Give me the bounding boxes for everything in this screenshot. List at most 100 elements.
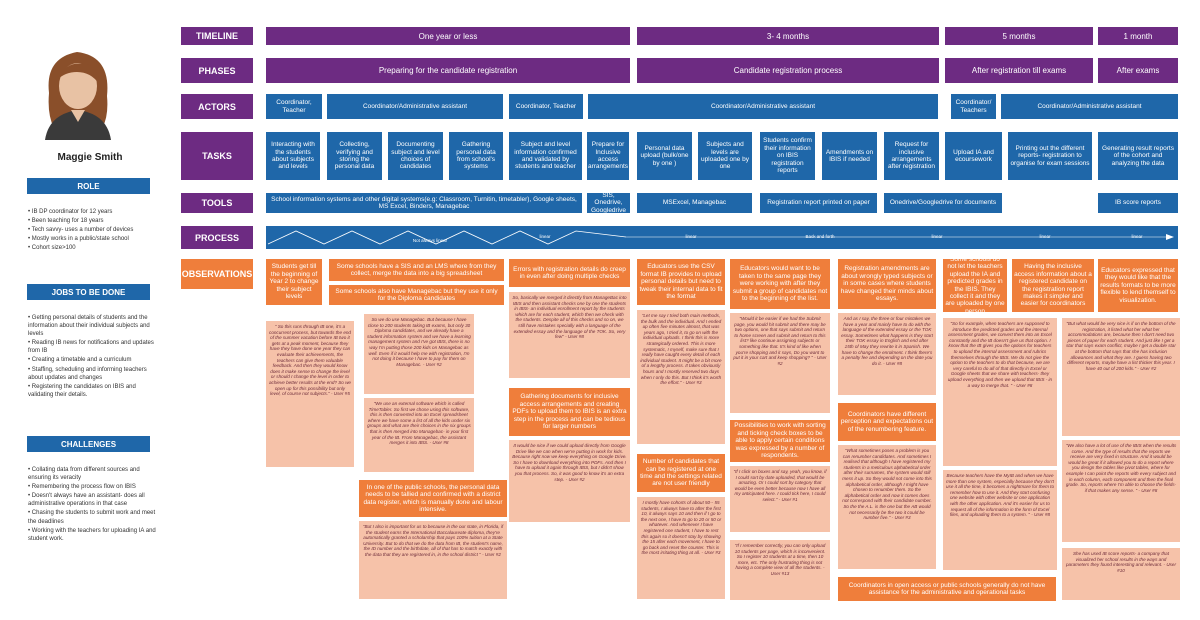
observation: Coordinators in open access or public sc… bbox=[838, 577, 1056, 601]
challenges-list: Collating data from different sources an… bbox=[28, 466, 158, 544]
list-item: Remembering the process flow on IBIS bbox=[28, 483, 158, 491]
role-list: IB DP coordinator for 12 years Been teac… bbox=[28, 208, 158, 253]
list-item: Registering the candidates on IBIS and v… bbox=[28, 383, 158, 399]
phase: After exams bbox=[1098, 58, 1178, 83]
row-label-tasks: TASKS bbox=[181, 132, 253, 180]
list-item: Chasing the students to submit work and … bbox=[28, 509, 158, 525]
process-label: Back and forth bbox=[805, 233, 835, 239]
task: Students confirm their information on IB… bbox=[760, 132, 815, 180]
list-item: Getting personal details of students and… bbox=[28, 314, 158, 338]
observation: Errors with registration details do cree… bbox=[509, 259, 630, 287]
persona-name: Maggie Smith bbox=[57, 151, 123, 163]
row-label-tools: TOOLS bbox=[181, 193, 253, 213]
task: Interacting with the students about subj… bbox=[266, 132, 320, 180]
quote: "If I remember correctly, you can only u… bbox=[730, 540, 830, 600]
quote: She has used IB score reports- a company… bbox=[1062, 548, 1180, 600]
quote: "But I also is important for us to becau… bbox=[359, 521, 507, 599]
observation: Gathering documents for inclusive access… bbox=[509, 388, 630, 436]
list-item: Staffing, scheduling and informing teach… bbox=[28, 366, 158, 382]
process-label: Not always linear bbox=[412, 237, 448, 243]
tool: School information systems and other dig… bbox=[266, 193, 582, 213]
role-header: ROLE bbox=[27, 178, 150, 194]
tool: IB score reports bbox=[1098, 193, 1178, 213]
actor: Coordinator/Administrative assistant bbox=[588, 94, 938, 119]
task: Personal data upload (bulk/one by one ) bbox=[637, 132, 692, 180]
process-label: linear bbox=[685, 233, 697, 239]
observation: Number of candidates that can be registe… bbox=[637, 454, 725, 492]
task: Prepare for Inclusive access arrangement… bbox=[587, 132, 629, 180]
actor: Coordinator, Teacher bbox=[509, 94, 583, 119]
list-item: Working with the teachers for uploading … bbox=[28, 527, 158, 543]
task: Request for inclusive arrangements after… bbox=[884, 132, 939, 180]
quote: I mostly have cohorts of about 50-- 55 s… bbox=[637, 497, 725, 599]
quote: So we do use Managebac. But because I ha… bbox=[364, 314, 474, 394]
tool: SIS, Onedrive, Googledrive bbox=[587, 193, 630, 213]
jobs-list: Getting personal details of students and… bbox=[28, 314, 158, 400]
quote: "But what would be very nice is if on th… bbox=[1062, 318, 1180, 436]
observation: Some schools have a SIS and an LMS where… bbox=[329, 259, 504, 281]
row-label-actors: ACTORS bbox=[181, 94, 253, 119]
task: Documenting subject and level choices of… bbox=[388, 132, 443, 180]
quote: "If I click on boxes and say, yeah, you … bbox=[730, 466, 830, 532]
quote: "So for example, when teachers are suppo… bbox=[943, 318, 1057, 466]
actor: Coordinator, Teacher bbox=[266, 94, 322, 119]
task: Upload IA and ecoursework bbox=[945, 132, 1002, 180]
list-item: Cohort size>100 bbox=[28, 244, 158, 252]
observation: Coordinators have different perception a… bbox=[838, 403, 936, 441]
actor: Coordinator/ Teachers bbox=[951, 94, 996, 119]
timeline-segment: 3- 4 months bbox=[637, 27, 939, 45]
timeline-segment: 5 months bbox=[945, 27, 1093, 45]
avatar bbox=[35, 38, 120, 140]
observation: Educators use the CSV format IB provides… bbox=[637, 259, 725, 305]
list-item: Creating a timetable and a curriculum bbox=[28, 356, 158, 364]
phase: Candidate registration process bbox=[637, 58, 939, 83]
observation: Educators expressed that they would like… bbox=[1098, 259, 1178, 312]
process-label: linear bbox=[1039, 233, 1051, 239]
quote: And as I say, the three or four mistakes… bbox=[838, 313, 936, 395]
observation: Having the inclusive access information … bbox=[1012, 259, 1094, 312]
row-label-process: PROCESS bbox=[181, 226, 253, 249]
observation: Some schools also have Managebac but the… bbox=[329, 285, 504, 305]
tool: Onedrive/Googledrive for documents bbox=[884, 193, 1002, 213]
timeline-segment: 1 month bbox=[1098, 27, 1178, 45]
quote: "We use an external software which is ca… bbox=[364, 398, 474, 472]
process-label: linear bbox=[1131, 233, 1143, 239]
quote: "We also have a lot of use of the IBIS w… bbox=[1062, 440, 1180, 542]
process-label: linear bbox=[539, 233, 551, 239]
observation: Possibilities to work with sorting and t… bbox=[730, 420, 830, 462]
task: Subject and level information confirmed … bbox=[509, 132, 582, 180]
list-item: Tech savvy- uses a number of devices bbox=[28, 226, 158, 234]
observation: Students get till the beginning of Year … bbox=[266, 259, 322, 305]
task: Generating result reports of the cohort … bbox=[1098, 132, 1178, 180]
quote: " So this runs through IB one, it's a co… bbox=[266, 321, 354, 467]
actor: Coordinator/Administrative assistant bbox=[327, 94, 503, 119]
actor: Coordinator/Administrative assistant bbox=[1001, 94, 1178, 119]
observation: Registration amendments are about wrongl… bbox=[838, 259, 936, 309]
phase: After registration till exams bbox=[945, 58, 1093, 83]
task: Printing out the different reports- regi… bbox=[1008, 132, 1092, 180]
task: Gathering personal data from school's sy… bbox=[449, 132, 503, 180]
process-label: linear bbox=[931, 233, 943, 239]
quote: Because teachers have the MyIB and when … bbox=[943, 470, 1057, 570]
observation: Educators would want to be taken to the … bbox=[730, 259, 830, 309]
list-item: Reading IB news for notifications and up… bbox=[28, 339, 158, 355]
process-bar bbox=[266, 226, 1178, 249]
task: Collecting, verifying and storing the pe… bbox=[327, 132, 382, 180]
task: Subjects and levels are uploaded one by … bbox=[698, 132, 752, 180]
jobs-header: JOBS TO BE DONE bbox=[27, 284, 150, 300]
quote: "Would it be easier if we had the Submit… bbox=[730, 313, 830, 413]
challenges-header: CHALLENGES bbox=[27, 436, 150, 452]
list-item: Been teaching for 18 years bbox=[28, 217, 158, 225]
phase: Preparing for the candidate registration bbox=[266, 58, 630, 83]
tool: MSExcel, Managebac bbox=[637, 193, 752, 213]
list-item: Mostly works in a public/state school bbox=[28, 235, 158, 243]
timeline-segment: One year or less bbox=[266, 27, 630, 45]
observation: In one of the public schools, the person… bbox=[359, 480, 507, 517]
quote: It would be nice if we could upload dire… bbox=[509, 440, 630, 522]
row-label-phases: PHASES bbox=[181, 58, 253, 83]
task: Amendments on IBIS if needed bbox=[822, 132, 877, 180]
row-label-timeline: TIMELINE bbox=[181, 27, 253, 45]
observation: Some schools do not let the teachers upl… bbox=[943, 259, 1007, 312]
list-item: Collating data from different sources an… bbox=[28, 466, 158, 482]
